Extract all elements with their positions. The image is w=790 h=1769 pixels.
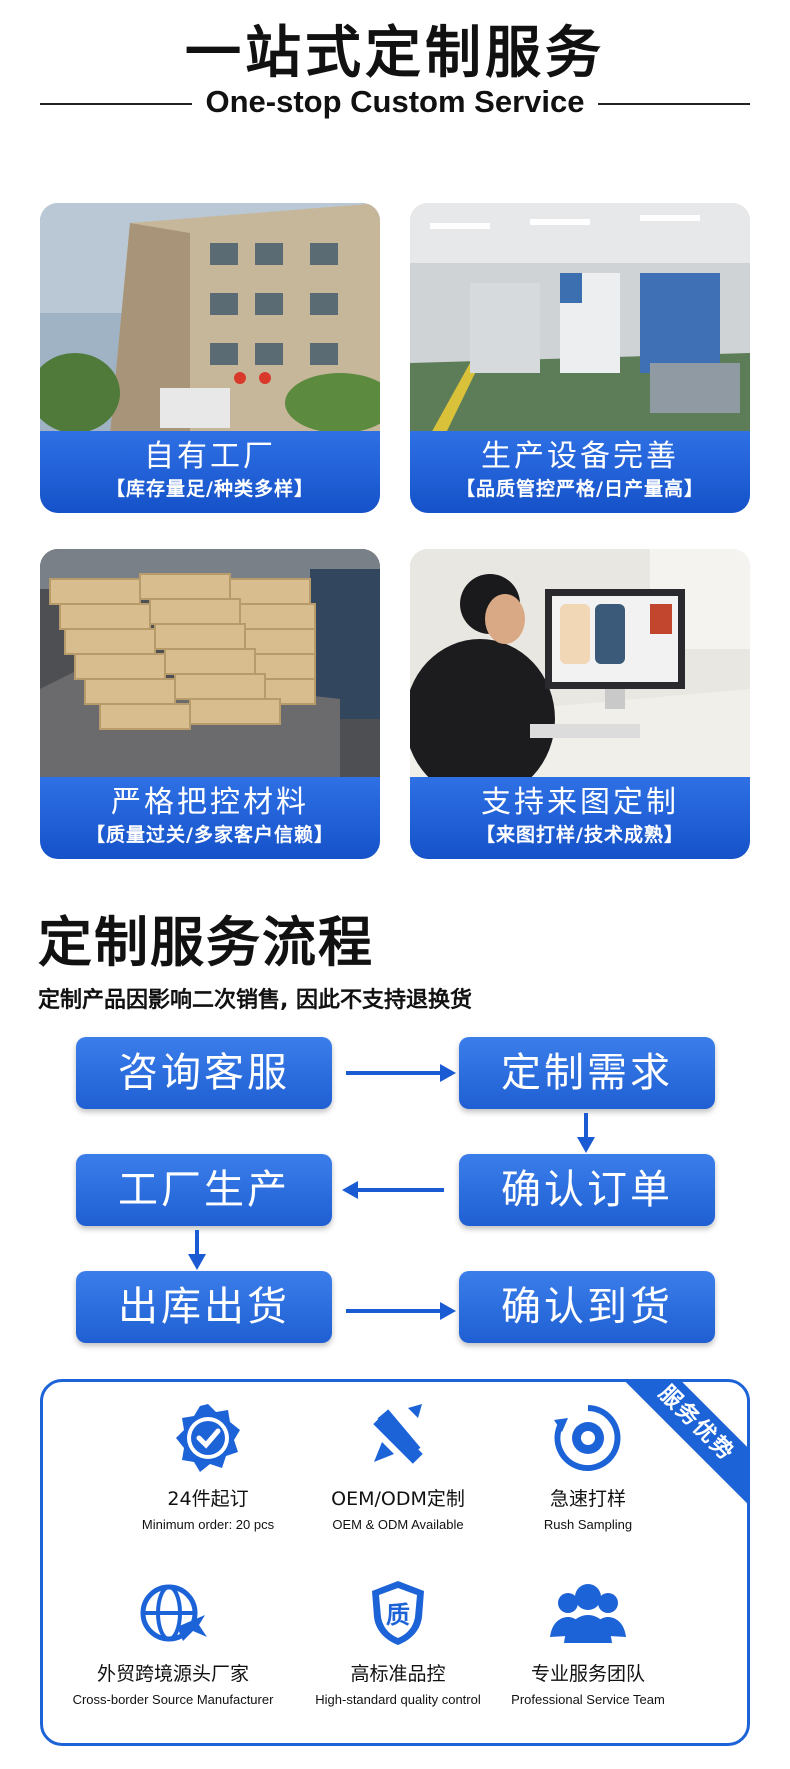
- material-bags-photo: [40, 549, 380, 781]
- step-ship[interactable]: 出库出货: [76, 1271, 332, 1343]
- arrow-down: [188, 1230, 206, 1270]
- globe-plane-icon: [140, 1584, 207, 1642]
- arrow-right: [346, 1302, 456, 1320]
- advantage-item: 质 高标准品控 High-standard quality control: [283, 1577, 513, 1707]
- step-production[interactable]: 工厂生产: [76, 1154, 332, 1226]
- arrow-left: [342, 1181, 444, 1199]
- badge-check-icon: [176, 1404, 240, 1472]
- advantage-subtitle: Cross-border Source Manufacturer: [72, 1692, 274, 1707]
- advantage-subtitle: Rush Sampling: [543, 1517, 633, 1532]
- step-consult[interactable]: 咨询客服: [76, 1037, 332, 1109]
- step-confirm-order[interactable]: 确认订单: [459, 1154, 715, 1226]
- card-title: 严格把控材料: [111, 785, 309, 820]
- advantage-title: 24件起订: [167, 1488, 249, 1510]
- card-subtitle: 【质量过关/多家客户信赖】: [86, 824, 334, 846]
- production-equipment-photo: [410, 203, 750, 435]
- advantage-title: 专业服务团队: [530, 1663, 645, 1685]
- card-subtitle: 【库存量足/种类多样】: [106, 478, 314, 500]
- advantage-item: OEM/ODM定制 OEM & ODM Available: [283, 1402, 513, 1532]
- factory-building-photo: [40, 203, 380, 435]
- page-title: 一站式定制服务: [185, 21, 605, 86]
- process-note: 定制产品因影响二次销售, 因此不支持退换货: [38, 988, 473, 1013]
- quality-shield-icon: 质: [372, 1581, 424, 1645]
- subtitle-line: One-stop Custom Service: [40, 84, 750, 124]
- advantage-item: 24件起订 Minimum order: 20 pcs: [93, 1402, 323, 1532]
- team-people-icon: [550, 1584, 626, 1643]
- card-title: 生产设备完善: [481, 439, 679, 474]
- advantages-box: 服务优势 24件起订 Minimum order: 20 pcs OEM/ODM…: [40, 1379, 750, 1746]
- step-requirements[interactable]: 定制需求: [459, 1037, 715, 1109]
- advantage-item: 专业服务团队 Professional Service Team: [473, 1577, 703, 1707]
- process-title: 定制服务流程: [38, 911, 374, 974]
- advantage-title: 急速打样: [549, 1488, 626, 1510]
- advantage-subtitle: OEM & ODM Available: [332, 1517, 464, 1532]
- advantage-subtitle: High-standard quality control: [315, 1692, 481, 1707]
- card-title: 自有工厂: [144, 439, 276, 474]
- advantage-title: 高标准品控: [350, 1663, 446, 1685]
- card-subtitle: 【品质管控严格/日产量高】: [456, 478, 704, 500]
- subtitle: One-stop Custom Service: [191, 84, 599, 119]
- advantage-title: 外贸跨境源头厂家: [96, 1663, 249, 1685]
- card-material-control[interactable]: 严格把控材料 【质量过关/多家客户信赖】: [40, 549, 380, 859]
- pencil-ruler-icon: [373, 1404, 423, 1464]
- card-title: 支持来图定制: [481, 785, 679, 820]
- step-confirm-delivery[interactable]: 确认到货: [459, 1271, 715, 1343]
- card-production-equipment[interactable]: 生产设备完善 【品质管控严格/日产量高】: [410, 203, 750, 513]
- arrow-right: [346, 1064, 456, 1082]
- advantage-subtitle: Professional Service Team: [511, 1692, 665, 1707]
- card-own-factory[interactable]: 自有工厂 【库存量足/种类多样】: [40, 203, 380, 513]
- card-custom-design[interactable]: 支持来图定制 【来图打样/技术成熟】: [410, 549, 750, 859]
- advantage-item: 外贸跨境源头厂家 Cross-border Source Manufacture…: [58, 1577, 288, 1707]
- advantage-item: 急速打样 Rush Sampling: [473, 1402, 703, 1532]
- gear-refresh-icon: [554, 1405, 621, 1471]
- card-subtitle: 【来图打样/技术成熟】: [476, 824, 684, 846]
- svg-text:质: 质: [386, 1601, 410, 1629]
- designer-at-computer-photo: [410, 549, 750, 781]
- arrow-down: [577, 1113, 595, 1153]
- advantage-title: OEM/ODM定制: [331, 1488, 465, 1510]
- advantage-subtitle: Minimum order: 20 pcs: [141, 1517, 275, 1532]
